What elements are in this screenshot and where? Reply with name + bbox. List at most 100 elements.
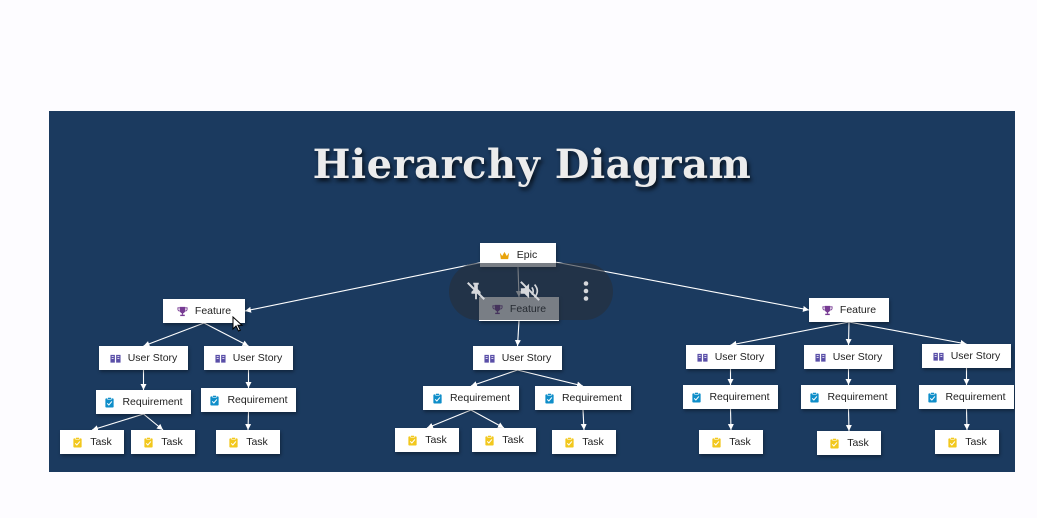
media-control-toolbar: [449, 263, 613, 320]
node-story-c1: User Story: [473, 346, 562, 370]
node-req-r3: Requirement: [919, 385, 1014, 409]
clipboard-icon: [104, 396, 115, 408]
clipboard-icon: [432, 392, 443, 404]
task-icon: [143, 436, 154, 448]
connector-req-r3-to-task-r3: [963, 408, 970, 431]
node-req-c1: Requirement: [423, 386, 519, 410]
task-icon: [564, 436, 575, 448]
node-req-l2: Requirement: [201, 388, 296, 412]
unpin-icon: [467, 282, 485, 300]
node-feature-left: Feature: [163, 299, 245, 323]
node-label: User Story: [832, 351, 883, 363]
node-label: Requirement: [945, 391, 1006, 403]
node-task-l1: Task: [60, 430, 124, 454]
connector-feature-center-to-story-c1: [514, 320, 521, 347]
node-story-l1: User Story: [99, 346, 188, 370]
connector-req-r1-to-task-r1: [727, 408, 734, 431]
unpin-button[interactable]: [463, 278, 489, 304]
book-icon: [697, 352, 708, 363]
connector-feature-right-to-story-r1: [730, 321, 850, 347]
node-label: Feature: [194, 305, 232, 317]
node-story-r3: User Story: [922, 344, 1011, 368]
connector-req-r2-to-task-r2: [845, 408, 852, 432]
clipboard-icon: [691, 391, 702, 403]
mute-button[interactable]: [517, 278, 543, 304]
node-label: User Story: [714, 351, 765, 363]
trophy-icon: [822, 305, 833, 316]
book-icon: [815, 352, 826, 363]
node-req-r2: Requirement: [801, 385, 896, 409]
connector-story-c1-to-req-c2: [517, 369, 584, 388]
diagram-slide: Hierarchy Diagram EpicFeatureFeatureFeat…: [49, 111, 1015, 472]
connector-req-c1-to-task-c1: [426, 409, 472, 429]
node-label: User Story: [501, 352, 552, 364]
node-req-c2: Requirement: [535, 386, 631, 410]
crown-icon: [499, 250, 510, 261]
connector-feature-left-to-story-l1: [143, 322, 205, 347]
node-task-l2: Task: [131, 430, 195, 454]
node-story-r2: User Story: [804, 345, 893, 369]
node-label: Requirement: [122, 396, 183, 408]
node-label: Requirement: [561, 392, 623, 404]
node-task-c3: Task: [552, 430, 616, 454]
node-label: Task: [161, 436, 183, 448]
task-icon: [484, 434, 495, 446]
node-label: User Story: [127, 352, 178, 364]
node-label: Epic: [516, 249, 538, 261]
mute-icon: [520, 281, 540, 301]
node-feature-right: Feature: [809, 298, 889, 322]
more-options-icon: [583, 281, 589, 301]
node-task-c2: Task: [472, 428, 536, 452]
node-story-l2: User Story: [204, 346, 293, 370]
more-options-button[interactable]: [573, 278, 599, 304]
node-req-l1: Requirement: [96, 390, 191, 414]
node-label: Task: [502, 434, 524, 446]
clipboard-icon: [927, 391, 938, 403]
node-label: User Story: [232, 352, 283, 364]
node-story-r1: User Story: [686, 345, 775, 369]
node-label: Task: [965, 436, 987, 448]
task-icon: [407, 434, 418, 446]
connector-story-c1-to-req-c1: [470, 369, 518, 387]
connector-req-c1-to-task-c2: [470, 409, 505, 429]
connector-req-l2-to-task-l3: [245, 411, 252, 431]
trophy-icon: [177, 306, 188, 317]
mouse-cursor-icon: [232, 316, 244, 332]
book-icon: [215, 353, 226, 364]
connector-req-c2-to-task-c3: [580, 409, 587, 431]
node-label: Task: [729, 436, 751, 448]
node-label: User Story: [950, 350, 1001, 362]
connector-feature-left-to-story-l2: [203, 322, 249, 347]
node-task-c1: Task: [395, 428, 459, 452]
clipboard-icon: [209, 394, 220, 406]
book-icon: [484, 353, 495, 364]
clipboard-icon: [544, 392, 555, 404]
node-task-l3: Task: [216, 430, 280, 454]
clipboard-icon: [809, 391, 820, 403]
connector-feature-right-to-story-r3: [848, 321, 967, 346]
node-label: Task: [425, 434, 447, 446]
connector-feature-right-to-story-r2: [845, 321, 852, 346]
node-task-r3: Task: [935, 430, 999, 454]
node-label: Requirement: [827, 391, 888, 403]
node-label: Task: [90, 436, 112, 448]
book-icon: [110, 353, 121, 364]
node-label: Task: [582, 436, 604, 448]
task-icon: [228, 436, 239, 448]
connector-req-l1-to-task-l1: [91, 413, 144, 432]
task-icon: [72, 436, 83, 448]
node-task-r1: Task: [699, 430, 763, 454]
connector-req-l1-to-task-l2: [143, 413, 164, 431]
task-icon: [711, 436, 722, 448]
node-label: Requirement: [709, 391, 770, 403]
node-req-r1: Requirement: [683, 385, 778, 409]
book-icon: [933, 351, 944, 362]
node-task-r2: Task: [817, 431, 881, 455]
node-label: Task: [847, 437, 869, 449]
node-label: Task: [246, 436, 268, 448]
node-label: Requirement: [449, 392, 511, 404]
diagram-title: Hierarchy Diagram: [312, 141, 752, 188]
node-label: Requirement: [227, 394, 288, 406]
task-icon: [947, 436, 958, 448]
task-icon: [829, 437, 840, 449]
